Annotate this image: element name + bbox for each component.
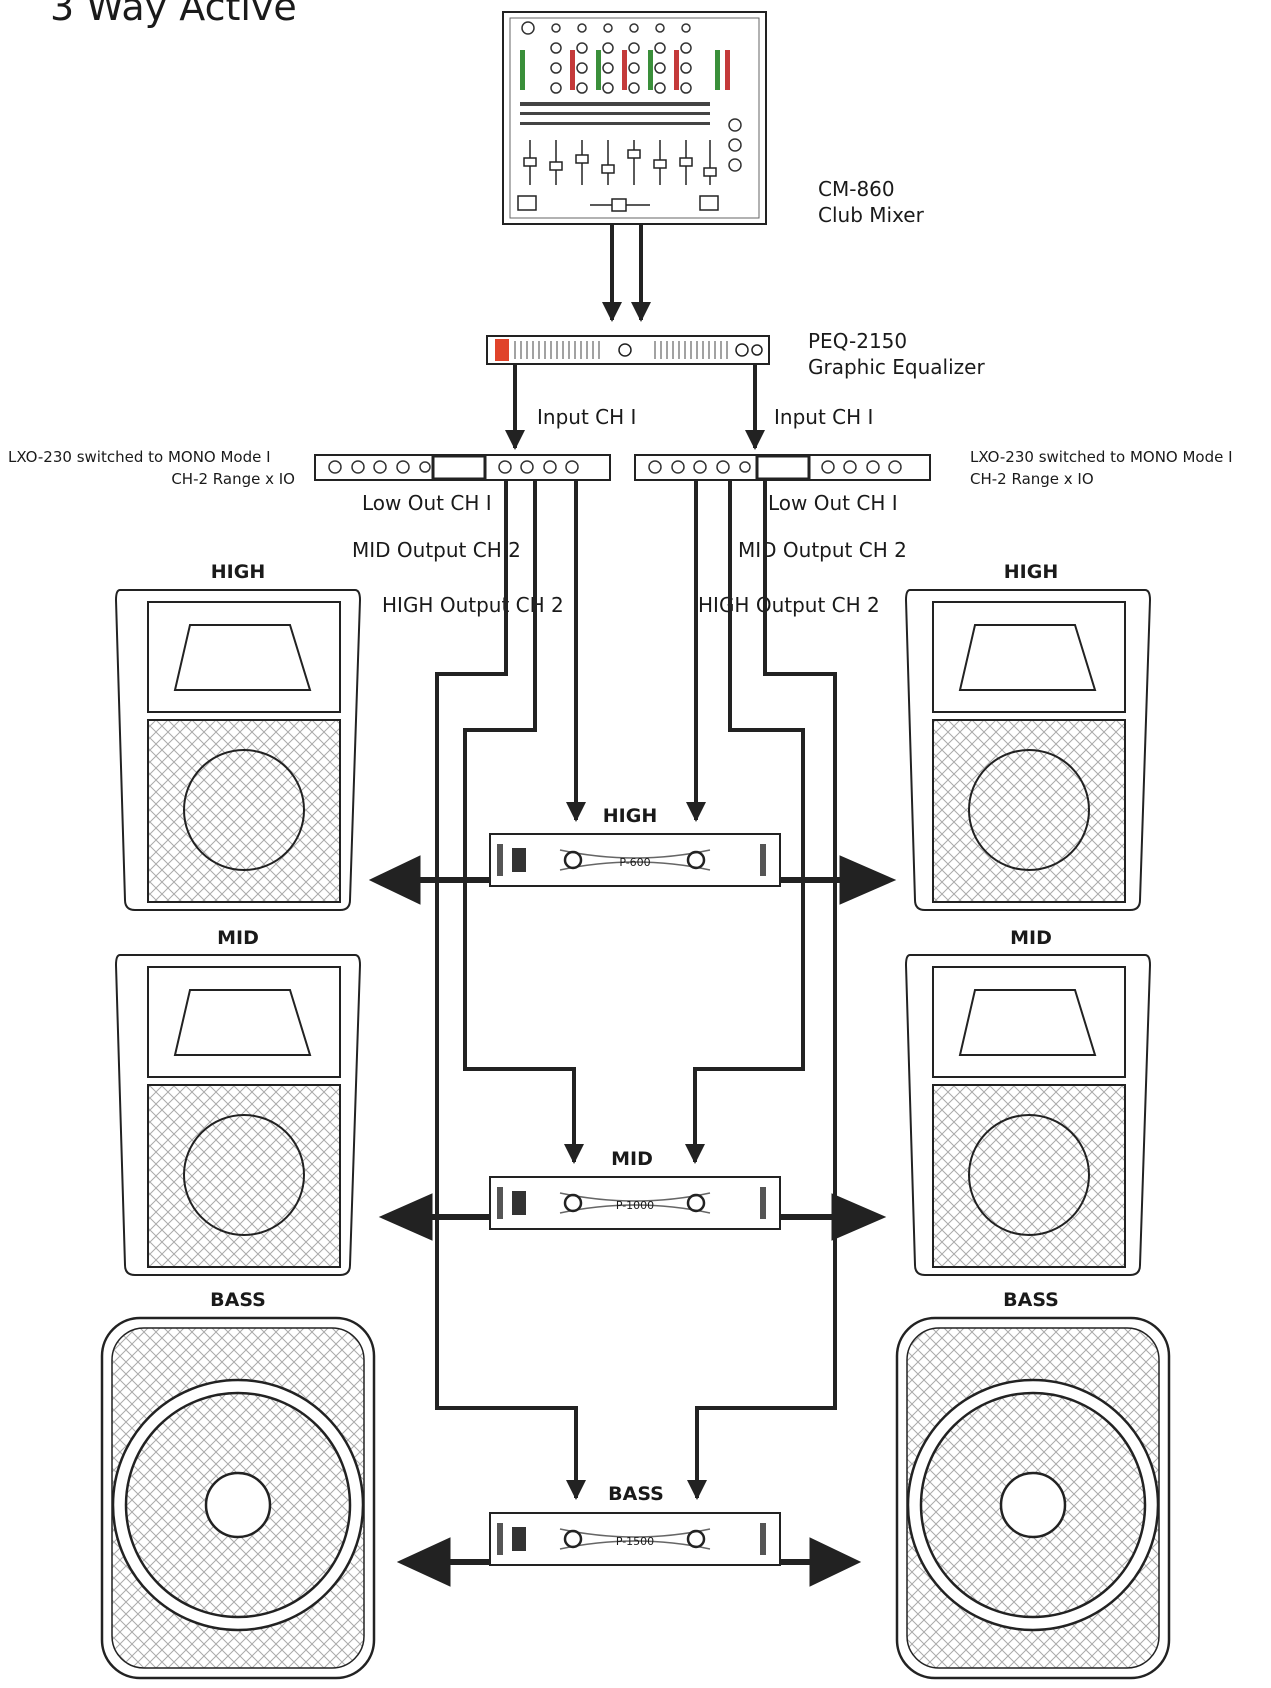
speaker-bass-left — [100, 1316, 376, 1680]
eq-model: PEQ-2150 — [808, 329, 907, 353]
right-low-out-label: Low Out CH I — [768, 491, 898, 515]
amp-mid-model: P-1000 — [616, 1199, 654, 1212]
speaker-high-right — [904, 589, 1152, 911]
right-input-label: Input CH I — [774, 405, 873, 429]
speaker-high-left-label: HIGH — [211, 561, 265, 583]
eq-to-crossover-cables — [505, 364, 765, 450]
amp-bass-label: BASS — [608, 1483, 664, 1505]
speaker-high-left — [114, 589, 362, 911]
speaker-mid-right — [904, 954, 1152, 1276]
right-crossover-range: CH-2 Range x IO — [970, 470, 1094, 488]
mixer-desc: Club Mixer — [818, 203, 925, 227]
amp-bass — [489, 1512, 781, 1566]
amp-high — [489, 833, 781, 887]
left-crossover-mode: LXO-230 switched to MONO Mode I — [8, 448, 271, 466]
amp-high-label: HIGH — [603, 805, 657, 827]
speaker-mid-left — [114, 954, 362, 1276]
speaker-bass-right — [895, 1316, 1171, 1680]
speaker-mid-right-label: MID — [1010, 927, 1052, 949]
right-crossover-mode: LXO-230 switched to MONO Mode I — [970, 448, 1233, 466]
speaker-bass-right-label: BASS — [1003, 1289, 1059, 1311]
speaker-high-right-label: HIGH — [1004, 561, 1058, 583]
amp-mid — [489, 1176, 781, 1230]
mixer-to-eq-cables — [602, 224, 651, 322]
diagram-title: 3 Way Active — [50, 0, 297, 29]
eq-device — [486, 335, 770, 365]
mixer-device — [502, 11, 767, 225]
left-crossover-range: CH-2 Range x IO — [171, 470, 295, 488]
speaker-mid-left-label: MID — [217, 927, 259, 949]
left-low-out-label: Low Out CH I — [362, 491, 492, 515]
right-high-out-label: HIGH Output CH 2 — [698, 593, 880, 617]
mixer-model: CM-860 — [818, 177, 895, 201]
crossover-to-amp-cables — [435, 480, 837, 1500]
eq-desc: Graphic Equalizer — [808, 355, 985, 379]
amp-to-speaker-arrows — [368, 855, 897, 1587]
crossover-right — [634, 454, 931, 481]
left-mid-out-label: MID Output CH 2 — [352, 538, 521, 562]
crossover-left — [314, 454, 611, 481]
speaker-bass-left-label: BASS — [210, 1289, 266, 1311]
amp-bass-model: P-1500 — [616, 1535, 654, 1548]
amp-high-model: P-600 — [619, 856, 650, 869]
left-input-label: Input CH I — [537, 405, 636, 429]
amp-mid-label: MID — [611, 1148, 653, 1170]
